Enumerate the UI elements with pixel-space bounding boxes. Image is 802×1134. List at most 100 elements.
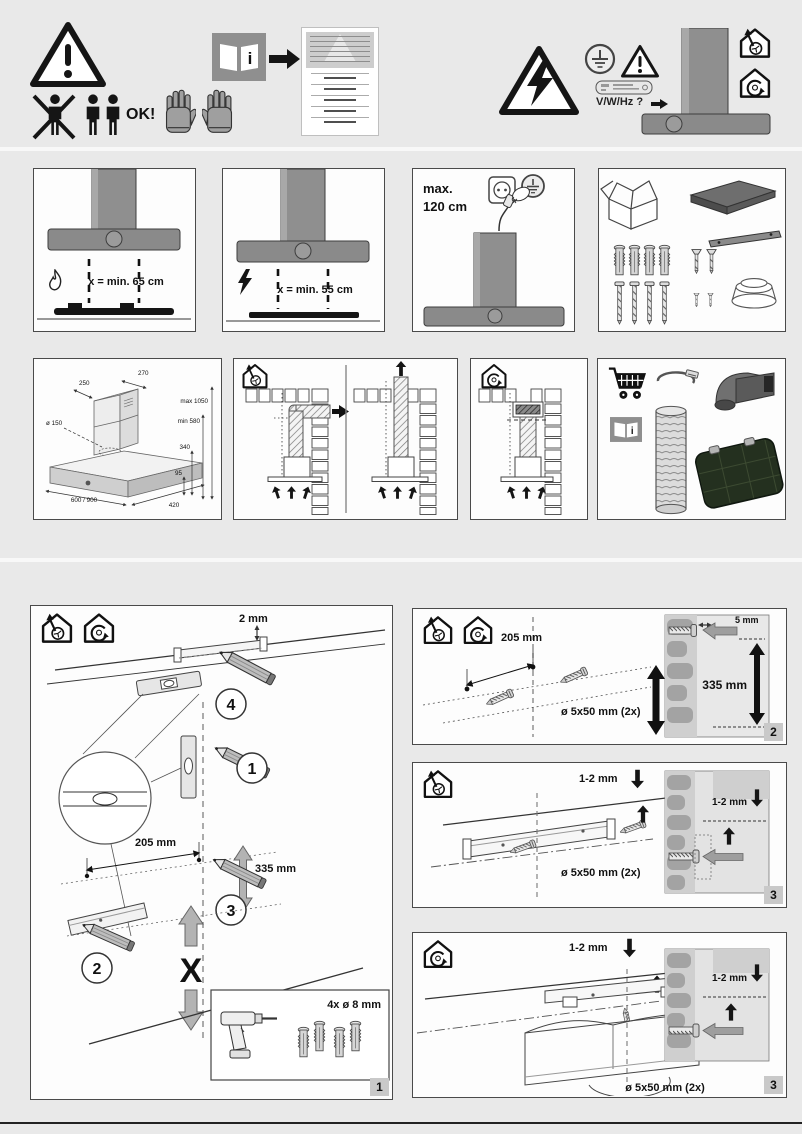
- protrusion-label: 5 mm: [735, 615, 759, 625]
- order-mark-1: 1: [248, 761, 257, 778]
- dim-chimney-depth: 250: [79, 380, 90, 387]
- x-arrow-up: [178, 905, 204, 947]
- hood-image-top: [641, 28, 771, 135]
- order-mark-2: 2: [93, 961, 102, 978]
- safety-sheet-icon: [301, 27, 379, 136]
- long-screw-icon: [659, 281, 670, 325]
- hose-clamp-icon: [656, 369, 699, 384]
- dim-height-min: min 580: [178, 418, 201, 425]
- rating-query-label: V/W/Hz ?: [596, 96, 644, 108]
- shopping-cart-icon: [607, 367, 648, 401]
- step-badge-1: 1: [370, 1078, 389, 1096]
- duct-reducer-part: [731, 278, 777, 309]
- step-badge-3: 3: [764, 886, 783, 904]
- section-divider-1: [0, 147, 802, 151]
- safety-sheet-lines: [306, 71, 374, 126]
- gap-arrow-down: [623, 938, 636, 958]
- small-screw-icon: [707, 293, 714, 307]
- gap-label: 1-2 mm: [579, 773, 618, 785]
- drill-icon: [220, 1011, 277, 1059]
- panel-electric-clearance: x = min. 55 cm: [222, 168, 385, 332]
- screw-spec-label: ø 5x50 mm (2x): [561, 706, 641, 718]
- panel-dimensions: 250 270 ø 150 max 1050 min 580 340 95 60…: [33, 358, 222, 520]
- wall-inset: 1-2 mm: [664, 948, 770, 1062]
- extraction-mode-icon: [423, 615, 453, 645]
- two-person-icon: [86, 94, 120, 135]
- arrow-right-small-icon: [651, 99, 668, 109]
- hand-with-plug-icon: [498, 186, 530, 232]
- gloves-icon: [165, 89, 233, 133]
- manual-book-icon: i: [212, 33, 266, 81]
- panel-box-contents: [598, 168, 786, 332]
- x-mark-label: X: [180, 952, 203, 990]
- panel-recirculation-duct: [470, 358, 588, 520]
- dim-chimney-width: 270: [138, 370, 149, 377]
- bracket-height-label: 335 mm: [702, 678, 747, 692]
- earth-ground-icon: [584, 43, 616, 75]
- gas-clearance-label: x = min. 65 cm: [88, 276, 164, 288]
- panel-accessories: [597, 358, 786, 520]
- cord-max-label: max.: [423, 181, 453, 196]
- safety-sheet-header: [306, 32, 374, 68]
- recirculation-mode-icon: [463, 616, 493, 645]
- warning-icon: [28, 20, 108, 90]
- embedded-screw: [668, 852, 694, 861]
- dim-body-height: 95: [175, 470, 183, 477]
- hole-spacing-label: 205 mm: [135, 837, 176, 849]
- bracket-drawing: [462, 818, 616, 860]
- order-mark-4: 4: [227, 697, 236, 714]
- recirculation-mode-icon: [481, 364, 507, 389]
- flat-screw-icon: [691, 249, 702, 274]
- drill-spec-label: 4x ø 8 mm: [327, 999, 381, 1011]
- hole-spacing-label: 205 mm: [501, 632, 542, 644]
- push-arrow-left: [702, 1022, 744, 1040]
- arrow-right-icon: [269, 49, 300, 69]
- long-screw-icon: [614, 281, 625, 325]
- gap-arrow-up: [637, 805, 649, 823]
- gap-label: 1-2 mm: [569, 942, 608, 954]
- flexible-hose-icon: [655, 405, 687, 515]
- wall-bracket-part: [708, 230, 782, 248]
- mode-icons: [739, 27, 771, 98]
- extraction-mode-icon: [739, 27, 771, 58]
- drill-inset: 4x ø 8 mm: [210, 989, 390, 1081]
- screw-spec-label: ø 5x50 mm (2x): [561, 867, 641, 879]
- ceiling-gap-label: 2 mm: [239, 613, 268, 625]
- wall-inset: 1-2 mm: [664, 770, 770, 894]
- extraction-mode-icon: [423, 769, 453, 799]
- dim-outlet-height: 340: [179, 444, 190, 451]
- lower-offset-label: 335 mm: [255, 863, 296, 875]
- gap-arrow-down: [631, 769, 644, 789]
- panel-step3-bracket: 1-2 mm ø 5x50 mm (2x) 1-2 mm 3: [412, 762, 787, 908]
- cord-max-value: 120 cm: [423, 199, 467, 214]
- push-arrow-left: [702, 622, 738, 640]
- inset-height-arrow: [749, 643, 765, 725]
- recirculation-grille: [515, 404, 541, 415]
- carton-box-icon: [600, 180, 658, 230]
- long-screw-icon: [629, 281, 640, 325]
- wall-inset: 5 mm 335 mm: [664, 614, 770, 738]
- electric-clearance-label: x = min. 55 cm: [277, 284, 353, 296]
- vertical-level-icon: [150, 735, 197, 799]
- step-badge-2: 2: [764, 723, 783, 741]
- no-single-person-icon: [32, 94, 76, 140]
- dim-hood-width: 600 / 900: [71, 497, 98, 504]
- panel-ducting-extraction: [233, 358, 458, 520]
- wall-plug-icon: [349, 1020, 362, 1052]
- duct-through-ceiling-diagram: [353, 361, 437, 515]
- high-voltage-icon: [497, 40, 581, 132]
- recirculation-mode-icon: [83, 613, 115, 643]
- small-screw-icon: [693, 293, 700, 307]
- screw-dowel-icon: [484, 688, 515, 709]
- extraction-mode-icon: [41, 612, 73, 643]
- ok-label: OK!: [126, 106, 156, 123]
- height-arrow: [647, 665, 665, 735]
- dim-height-max: max 1050: [180, 398, 208, 405]
- wall-plug-icon: [297, 1026, 310, 1058]
- carbon-filter-icon: [694, 437, 784, 509]
- dim-outlet-diameter: ø 150: [46, 420, 63, 427]
- wall-plug-icon: [658, 244, 671, 276]
- wall-plug-icon: [333, 1026, 346, 1058]
- top-bracket-drawing: [173, 636, 268, 663]
- inset-gap-label: 1-2 mm: [712, 973, 747, 984]
